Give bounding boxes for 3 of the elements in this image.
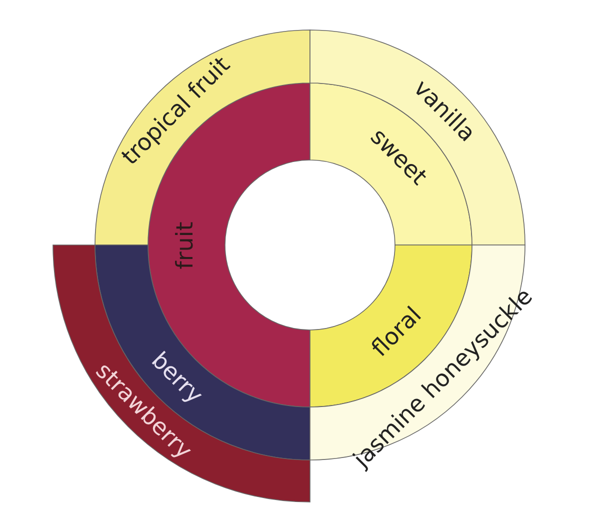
segment-label: fruit: [174, 221, 198, 269]
wheel-segment: [310, 82, 472, 246]
wheel-segment: [310, 30, 526, 246]
